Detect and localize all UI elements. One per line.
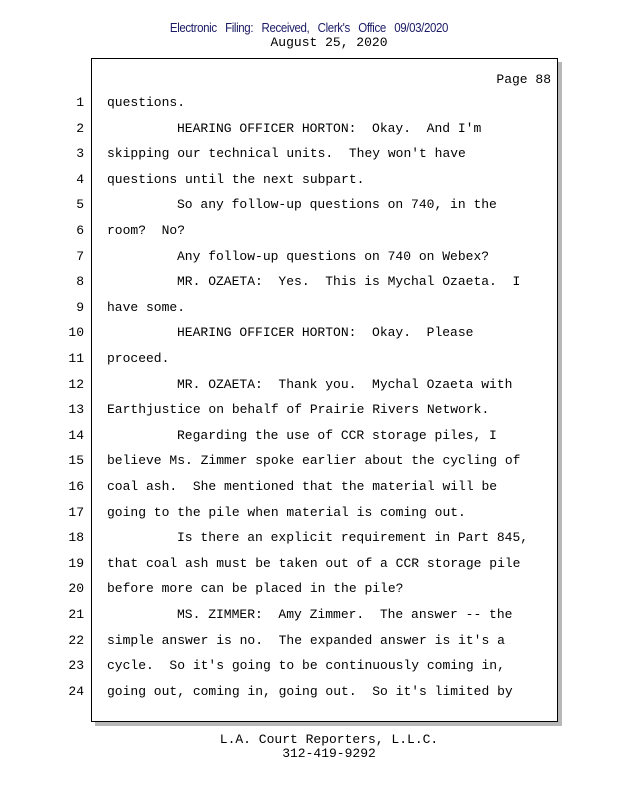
- line-number: 10: [68, 325, 84, 341]
- footer-company: L.A. Court Reporters, L.L.C.: [219, 732, 439, 747]
- transcript-line: HEARING OFFICER HORTON: Okay. And I'm: [177, 120, 482, 136]
- transcript-line: room? No?: [107, 223, 186, 238]
- transcript-line: coal ash. She mentioned that the materia…: [107, 479, 498, 494]
- line-number: 14: [68, 427, 84, 443]
- line-number: 16: [68, 479, 84, 494]
- filing-stamp: Electronic Filing: Received, Clerk's Off…: [169, 21, 449, 35]
- line-number: 7: [76, 248, 84, 264]
- transcript-line: Any follow-up questions on 740 on Webex?: [177, 248, 490, 264]
- transcript-line: going to the pile when material is comin…: [107, 504, 466, 520]
- line-number: 17: [68, 504, 84, 520]
- transcript-page: Page 88 questions. HEARING OFFICER HORTON…: [91, 58, 558, 722]
- transcript-line: MR. OZAETA: Yes. This is Mychal Ozaeta. …: [177, 274, 521, 290]
- line-number: 23: [68, 658, 84, 674]
- line-number: 18: [68, 530, 84, 546]
- line-number: 9: [76, 299, 84, 315]
- transcript-line: proceed.: [107, 351, 170, 366]
- transcript-line: HEARING OFFICER HORTON: Okay. Please: [177, 325, 474, 341]
- transcript-line: believe Ms. Zimmer spoke earlier about t…: [107, 453, 521, 469]
- transcript-line: questions until the next subpart.: [107, 171, 365, 187]
- footer-phone: 312-419-9292: [282, 746, 376, 761]
- transcript-line: Earthjustice on behalf of Prairie Rivers…: [107, 402, 490, 418]
- transcript-line: cycle. So it's going to be continuously …: [107, 658, 505, 674]
- line-number: 13: [68, 402, 84, 418]
- line-number: 1: [76, 95, 84, 110]
- line-number: 6: [76, 223, 84, 238]
- transcript-line: going out, coming in, going out. So it's…: [107, 683, 513, 699]
- transcript-line: questions.: [107, 95, 186, 110]
- transcript-line: simple answer is no. The expanded answer…: [107, 632, 505, 648]
- line-number: 3: [76, 146, 84, 162]
- page-number: Page 88: [496, 72, 551, 87]
- line-number: 20: [68, 581, 84, 597]
- line-number: 11: [68, 351, 84, 366]
- line-number: 15: [68, 453, 84, 469]
- hearing-date: August 25, 2020: [270, 35, 388, 50]
- line-number: 21: [68, 607, 84, 622]
- line-number: 2: [76, 120, 84, 136]
- transcript-line: that coal ash must be taken out of a CCR…: [107, 555, 521, 571]
- transcript-line: before more can be placed in the pile?: [107, 581, 404, 597]
- transcript-line: MS. ZIMMER: Amy Zimmer. The answer -- th…: [177, 607, 513, 622]
- line-number: 12: [68, 376, 84, 392]
- transcript-line: Regarding the use of CCR storage piles, …: [177, 427, 497, 443]
- transcript-line: So any follow-up questions on 740, in th…: [177, 197, 497, 213]
- line-number: 4: [76, 171, 84, 187]
- transcript-line: MR. OZAETA: Thank you. Mychal Ozaeta wit…: [177, 376, 513, 392]
- line-number: 5: [76, 197, 84, 213]
- transcript-line: Is there an explicit requirement in Part…: [177, 530, 529, 546]
- line-number: 19: [68, 555, 84, 571]
- line-number: 8: [76, 274, 84, 290]
- transcript-line: skipping our technical units. They won't…: [107, 146, 466, 162]
- line-number: 24: [68, 683, 84, 699]
- line-number: 22: [68, 632, 84, 648]
- transcript-line: have some.: [107, 299, 186, 315]
